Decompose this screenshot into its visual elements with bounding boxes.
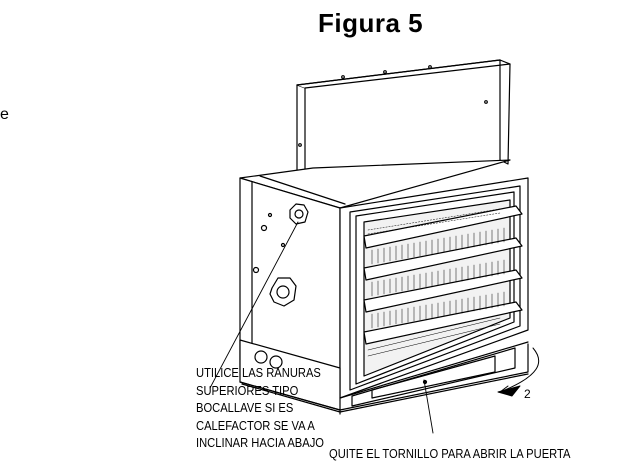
louver-grille bbox=[363, 199, 523, 377]
callout-keyhole-slots: UTILICE LAS RANURAS SUPERIORES TIPO BOCA… bbox=[196, 364, 324, 452]
callout-leader-lines bbox=[209, 221, 434, 434]
stray-text-fragment: e bbox=[0, 106, 9, 123]
rotation-label: 2 bbox=[524, 387, 531, 401]
callout-line: SUPERIORES TIPO bbox=[196, 382, 299, 398]
callout-line: UTILICE LAS RANURAS bbox=[196, 365, 321, 380]
rotation-arrow-icon bbox=[497, 347, 540, 397]
callout-line: BOCALLAVE SI ES bbox=[196, 400, 294, 415]
callout-line: INCLINAR HACIA ABAJO bbox=[196, 435, 324, 450]
figure-title: Figura 5 bbox=[318, 8, 424, 38]
callout-line: CALEFACTOR SE VA A bbox=[196, 417, 315, 433]
callout-remove-screw: QUITE EL TORNILLO PARA ABRIR LA PUERTA bbox=[329, 446, 571, 461]
tilt-knob-icon bbox=[269, 203, 309, 307]
